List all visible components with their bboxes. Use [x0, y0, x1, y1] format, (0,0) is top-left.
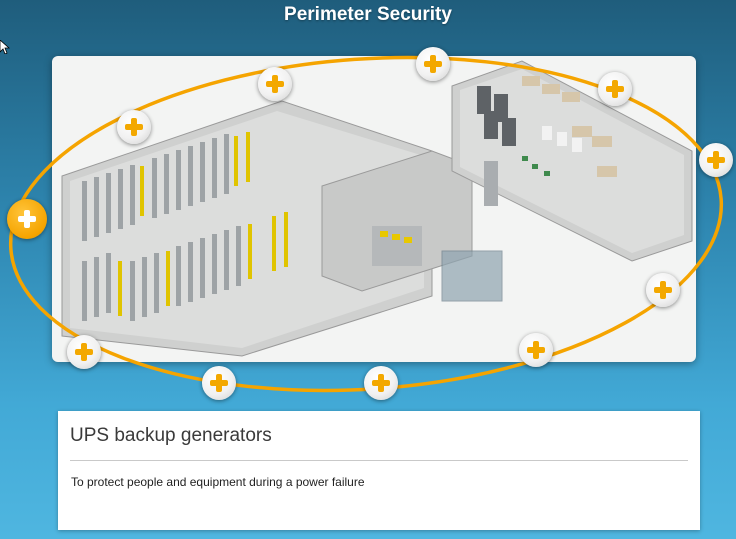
hotspot-button-11[interactable] — [67, 335, 101, 369]
plus-icon — [606, 80, 624, 98]
hotspot-button-3[interactable] — [258, 67, 292, 101]
hotspot-button-10[interactable] — [202, 366, 236, 400]
floor-plan-drawing — [61, 60, 693, 357]
hotspot-button-9[interactable] — [364, 366, 398, 400]
plus-icon — [266, 75, 284, 93]
mouse-cursor-icon — [0, 40, 10, 54]
divider — [70, 460, 688, 461]
plus-icon — [125, 118, 143, 136]
hotspot-button-6[interactable] — [699, 143, 733, 177]
hotspot-button-1[interactable] — [7, 199, 47, 239]
plus-icon — [75, 343, 93, 361]
hotspot-button-8[interactable] — [519, 333, 553, 367]
info-heading: UPS backup generators — [70, 425, 272, 446]
plus-icon — [527, 341, 545, 359]
plus-icon — [707, 151, 725, 169]
plus-icon — [424, 55, 442, 73]
hotspot-button-5[interactable] — [598, 72, 632, 106]
plus-icon — [654, 281, 672, 299]
plus-icon — [18, 210, 36, 228]
datacenter-floor-plan-image — [52, 56, 696, 362]
plus-icon — [210, 374, 228, 392]
hotspot-button-4[interactable] — [416, 47, 450, 81]
hotspot-button-7[interactable] — [646, 273, 680, 307]
page-title: Perimeter Security — [284, 4, 452, 25]
info-panel: UPS backup generators To protect people … — [58, 411, 700, 530]
plus-icon — [372, 374, 390, 392]
info-description: To protect people and equipment during a… — [71, 475, 365, 489]
hotspot-button-2[interactable] — [117, 110, 151, 144]
